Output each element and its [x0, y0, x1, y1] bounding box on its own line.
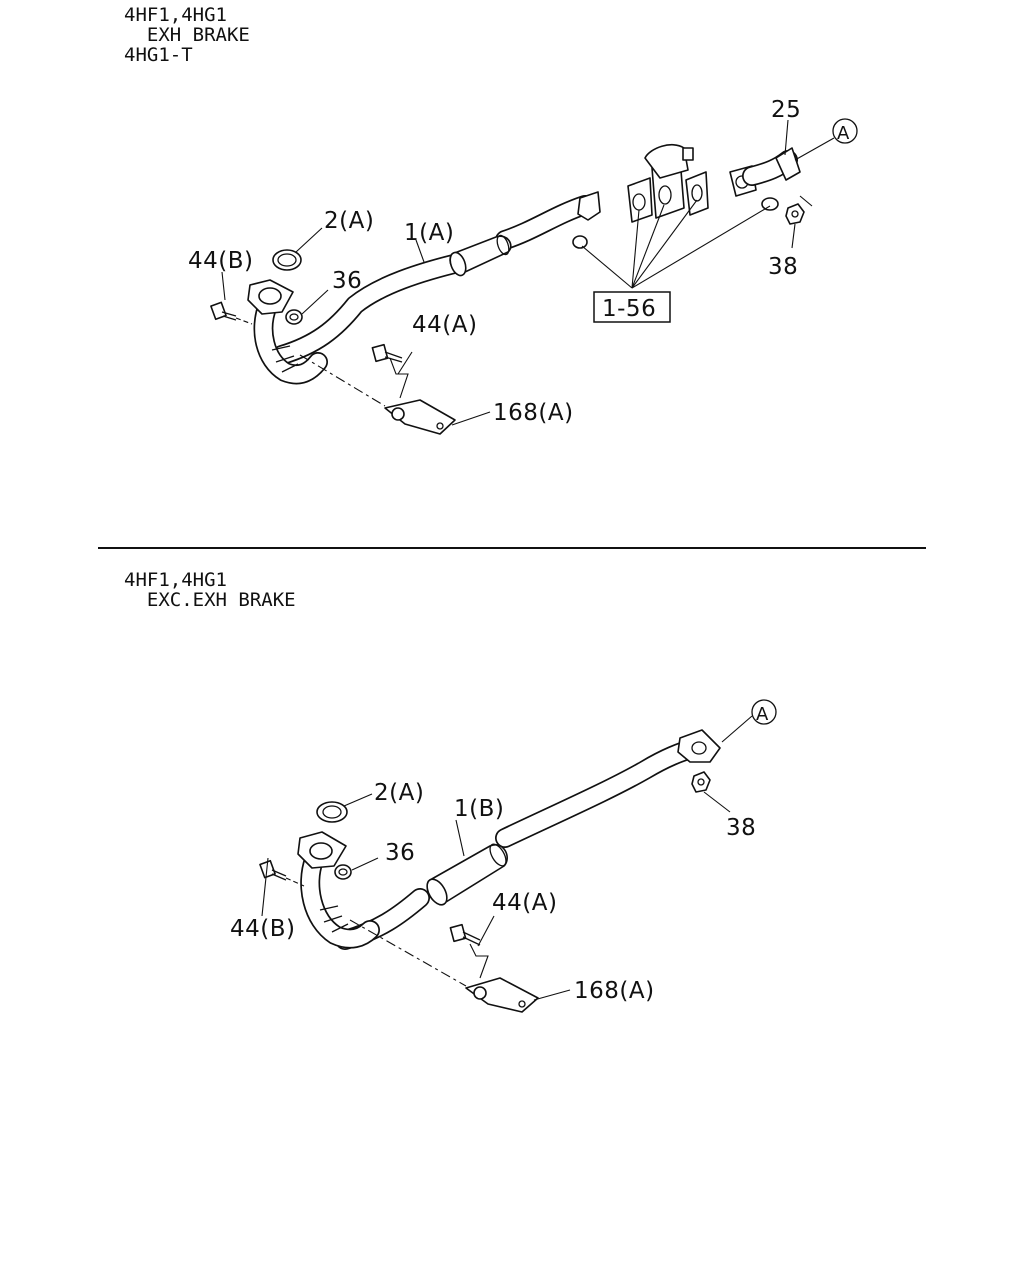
bottom-section: 4HF1,4HG1 EXC.EXH BRAKE [124, 569, 777, 1013]
gasket-2a [272, 249, 302, 271]
bottom-title-line-1: 4HF1,4HG1 [124, 569, 227, 591]
nut-small [572, 235, 588, 249]
top-title-line-3: 4HG1-T [124, 44, 193, 66]
gasket-2a-lower [316, 801, 348, 823]
bracket-168a-lower [349, 919, 539, 1013]
nut-38 [785, 203, 805, 225]
callout-44b: 44(B) [188, 248, 254, 274]
callout-2a: 2(A) [324, 208, 374, 234]
callout-ref-a: A [837, 123, 850, 144]
callout-44a: 44(A) [412, 312, 477, 338]
top-leaders [221, 119, 835, 426]
nut-36-lower [334, 864, 352, 880]
callout-36-lower: 36 [385, 840, 415, 866]
bolt-44a [371, 343, 403, 363]
exhaust-brake-assembly [572, 143, 709, 249]
callout-38: 38 [768, 254, 798, 280]
callout-168a: 168(A) [493, 400, 574, 426]
top-title-line-2: EXH BRAKE [124, 24, 250, 46]
ref-a-circle-lower [751, 699, 777, 725]
callout-1b: 1(B) [454, 796, 504, 822]
bolt-44b [210, 301, 253, 325]
callout-44a-lower: 44(A) [492, 890, 557, 916]
callout-36: 36 [332, 268, 362, 294]
callout-38-lower: 38 [726, 815, 756, 841]
front-exhaust-pipe-1b [297, 729, 721, 950]
front-exhaust-pipe-1a [247, 191, 601, 385]
bracket-168a [299, 354, 456, 435]
callout-ref-a-lower: A [756, 704, 769, 725]
callout-1a: 1(A) [404, 220, 454, 246]
callout-168a-lower: 168(A) [574, 978, 655, 1004]
ref-a-circle [832, 118, 858, 144]
top-section: 4HF1,4HG1 EXH BRAKE 4HG1-T [124, 4, 858, 435]
nut-36 [285, 309, 303, 325]
bottom-title-line-2: EXC.EXH BRAKE [124, 589, 296, 611]
callout-1-56: 1-56 [602, 296, 656, 322]
bend-pipe-25 [729, 147, 801, 211]
top-title-line-1: 4HF1,4HG1 [124, 4, 227, 26]
callout-1-56-box [593, 291, 671, 323]
callout-2a-lower: 2(A) [374, 780, 424, 806]
callout-25: 25 [771, 97, 801, 123]
nut-38-lower [691, 771, 711, 793]
callout-44b-lower: 44(B) [230, 916, 296, 942]
bolt-44a-lower [449, 923, 481, 946]
bolt-44b-lower [259, 859, 305, 887]
bottom-leaders [261, 715, 753, 1001]
